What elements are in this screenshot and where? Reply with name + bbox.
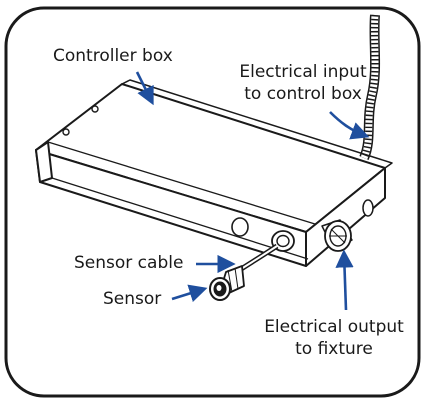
- arrows: [135, 71, 370, 311]
- label-electrical-input-line1: Electrical input: [239, 62, 367, 82]
- input-cable: [359, 14, 381, 161]
- label-electrical-input-line2: to control box: [244, 84, 362, 104]
- arrow-electrical-output: [335, 249, 354, 311]
- label-electrical-output-line2: to fixture: [295, 339, 373, 359]
- sensor: [209, 265, 245, 301]
- arrow-electrical-input: [329, 111, 370, 140]
- arrow-sensor: [171, 284, 208, 303]
- arrow-controller-box: [135, 71, 154, 106]
- label-electrical-output-line1: Electrical output: [264, 317, 404, 337]
- label-sensor: Sensor: [103, 289, 162, 309]
- label-sensor-cable: Sensor cable: [74, 253, 184, 273]
- frame-border: [4, 6, 421, 398]
- label-controller-box: Controller box: [53, 46, 173, 66]
- controller-box: [35, 79, 393, 267]
